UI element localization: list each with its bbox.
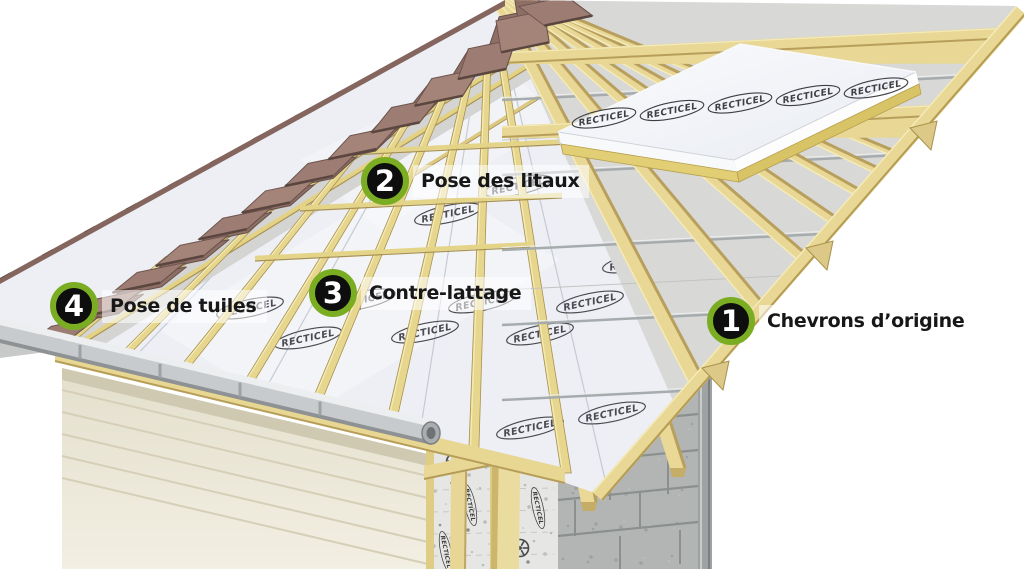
step-4-label: Pose de tuiles bbox=[102, 289, 267, 323]
step-1-label: Chevrons d’origine bbox=[759, 304, 975, 338]
step-4-number: 4 bbox=[63, 288, 85, 323]
step-2-badge: 2 bbox=[361, 157, 409, 205]
step-3-badge: 3 bbox=[309, 269, 357, 317]
step-2-label: Pose des litaux bbox=[413, 164, 590, 198]
step-3-label: Contre-lattage bbox=[361, 276, 532, 310]
step-1-badge: 1 bbox=[707, 297, 755, 345]
step-4-badge: 4 bbox=[50, 282, 98, 330]
step-2-annotation: 2 Pose des litaux bbox=[361, 157, 590, 205]
step-4-annotation: 4 Pose de tuiles bbox=[50, 282, 267, 330]
step-1-annotation: 1 Chevrons d’origine bbox=[707, 297, 975, 345]
step-1-number: 1 bbox=[720, 303, 742, 338]
step-3-number: 3 bbox=[322, 275, 344, 310]
step-2-number: 2 bbox=[374, 163, 396, 198]
step-3-annotation: 3 Contre-lattage bbox=[309, 269, 532, 317]
